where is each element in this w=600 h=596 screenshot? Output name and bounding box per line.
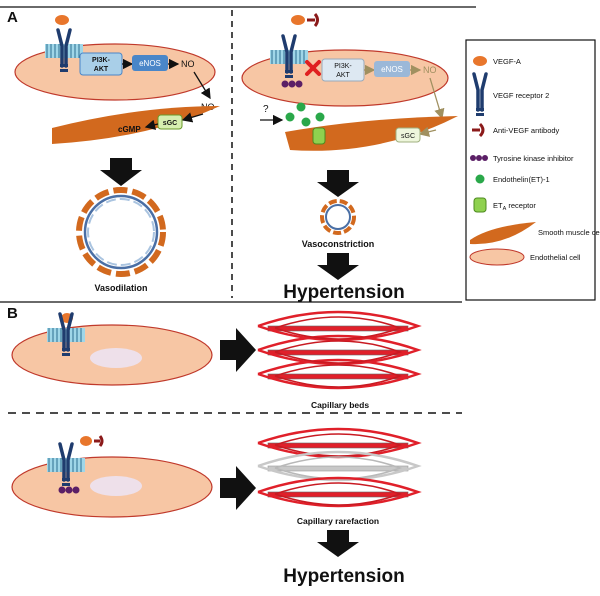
eta-receptor-icon — [473, 197, 487, 213]
nucleus — [90, 348, 142, 368]
capillary-beds-graphic — [256, 310, 420, 390]
legend: VEGF-A VEGF receptor 2 Anti-VEGF antibod… — [465, 39, 600, 301]
no-label-1: NO — [181, 59, 195, 69]
cell-membrane — [44, 43, 84, 59]
endothelin-icon — [475, 174, 485, 184]
enos-box — [132, 55, 168, 71]
legend-smooth-muscle: Smooth muscle cell — [538, 228, 600, 237]
vasodilation-label: Vasodilation — [94, 283, 147, 293]
smooth-muscle-cell — [285, 116, 458, 151]
panel-b-normal: Capillary beds — [11, 310, 420, 410]
question-mark: ? — [263, 104, 269, 115]
legend-box — [465, 39, 596, 301]
vegf-a-icon — [473, 56, 487, 66]
pi3k-akt-label-1: PI3K- — [92, 57, 111, 64]
vegf-a-molecule — [291, 15, 305, 25]
legend-endothelin: Endothelin(ET)-1 — [493, 175, 550, 184]
panel-a-inhibited: PI3K- AKT eNOS NO ? sGC Vasoconstriction… — [241, 13, 458, 303]
right-arrow — [220, 328, 256, 372]
legend-endothelial: Endothelial cell — [530, 253, 581, 262]
smooth-muscle-icon — [470, 222, 536, 245]
panel-label-a: A — [7, 9, 18, 26]
capillary-beds-label: Capillary beds — [311, 400, 369, 410]
vegf-a-molecule — [80, 436, 92, 446]
enos-label: eNOS — [381, 65, 403, 74]
dilated-vessel — [76, 187, 166, 277]
sgc-box — [395, 127, 421, 143]
cell-membrane — [269, 49, 309, 65]
down-arrow — [100, 158, 142, 186]
panel-label-b: B — [7, 305, 18, 322]
constricted-vessel — [320, 199, 356, 235]
enos-box — [374, 61, 410, 77]
pi3k-akt-label-2: AKT — [94, 66, 109, 73]
sgc-label: sGC — [163, 120, 177, 127]
down-arrow — [317, 170, 359, 197]
sgc-box — [157, 114, 183, 130]
legend-vegf-a: VEGF-A — [493, 57, 521, 66]
no-label: NO — [423, 65, 437, 75]
right-arrow — [220, 466, 256, 510]
legend-anti-vegf: Anti-VEGF antibody — [493, 126, 560, 135]
capillary-rarefaction-label: Capillary rarefaction — [297, 516, 379, 526]
enos-label: eNOS — [139, 59, 161, 68]
sgc-label: sGC — [401, 133, 415, 140]
block-x-icon — [305, 60, 321, 76]
anti-vegf-antibody — [94, 435, 104, 447]
down-arrow — [317, 530, 359, 557]
hypertension-label-a: Hypertension — [283, 282, 404, 303]
legend-vegf-receptor: VEGF receptor 2 — [493, 91, 549, 100]
panel-b-rarefaction: Capillary rarefaction Hypertension — [11, 427, 422, 587]
vasoconstriction-label: Vasoconstriction — [302, 239, 375, 249]
anti-vegf-antibody-icon — [472, 122, 485, 138]
cell-membrane — [46, 457, 86, 473]
vegf-a-molecule — [55, 15, 69, 25]
eta-receptor — [312, 127, 326, 145]
anti-vegf-antibody — [307, 13, 319, 27]
endothelin-1 — [285, 102, 325, 127]
cgmp-label: cGMP — [118, 125, 141, 134]
tyrosine-kinase-inhibitor — [58, 486, 80, 494]
tki-icon — [470, 155, 488, 161]
down-arrow — [317, 253, 359, 280]
legend-tki: Tyrosine kinase inhibitor — [493, 154, 574, 163]
hypertension-label-b: Hypertension — [283, 566, 404, 587]
capillary-rarefaction-graphic — [256, 427, 422, 508]
endothelial-icon — [469, 248, 525, 266]
legend-eta-receptor: ETA receptor — [493, 201, 536, 212]
tyrosine-kinase-inhibitor — [281, 80, 303, 88]
pi3k-akt-label-1: PI3K- — [334, 63, 352, 70]
cell-membrane — [46, 327, 86, 343]
nucleus — [90, 476, 142, 496]
panel-a-normal: PI3K- AKT eNOS NO NO sGC cGMP Vasodilati… — [14, 15, 220, 293]
pi3k-akt-label-2: AKT — [336, 72, 350, 79]
